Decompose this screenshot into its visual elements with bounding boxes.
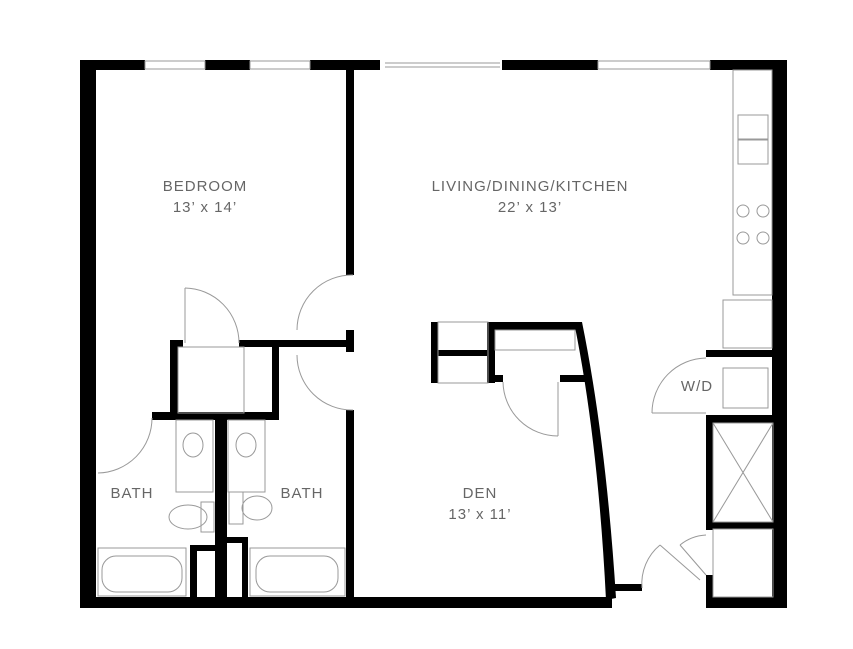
room-name: LIVING/DINING/KITCHEN [431, 178, 629, 195]
room-bath-1: BATH [110, 485, 154, 502]
room-size: 22’ x 13’ [497, 199, 563, 216]
room-name: BEDROOM [162, 178, 248, 195]
room-size: 13’ x 14’ [172, 199, 238, 216]
room-bath-2: BATH [280, 485, 324, 502]
room-name: DEN [462, 485, 498, 502]
room-den: DEN 13’ x 11’ [420, 483, 540, 525]
room-laundry: W/D [680, 378, 714, 395]
room-size: 13’ x 11’ [448, 506, 512, 523]
fixtures [97, 60, 774, 598]
door-swings [97, 274, 707, 589]
room-bedroom: BEDROOM 13’ x 14’ [130, 176, 280, 218]
walls [80, 60, 787, 608]
room-living: LIVING/DINING/KITCHEN 22’ x 13’ [400, 176, 660, 218]
